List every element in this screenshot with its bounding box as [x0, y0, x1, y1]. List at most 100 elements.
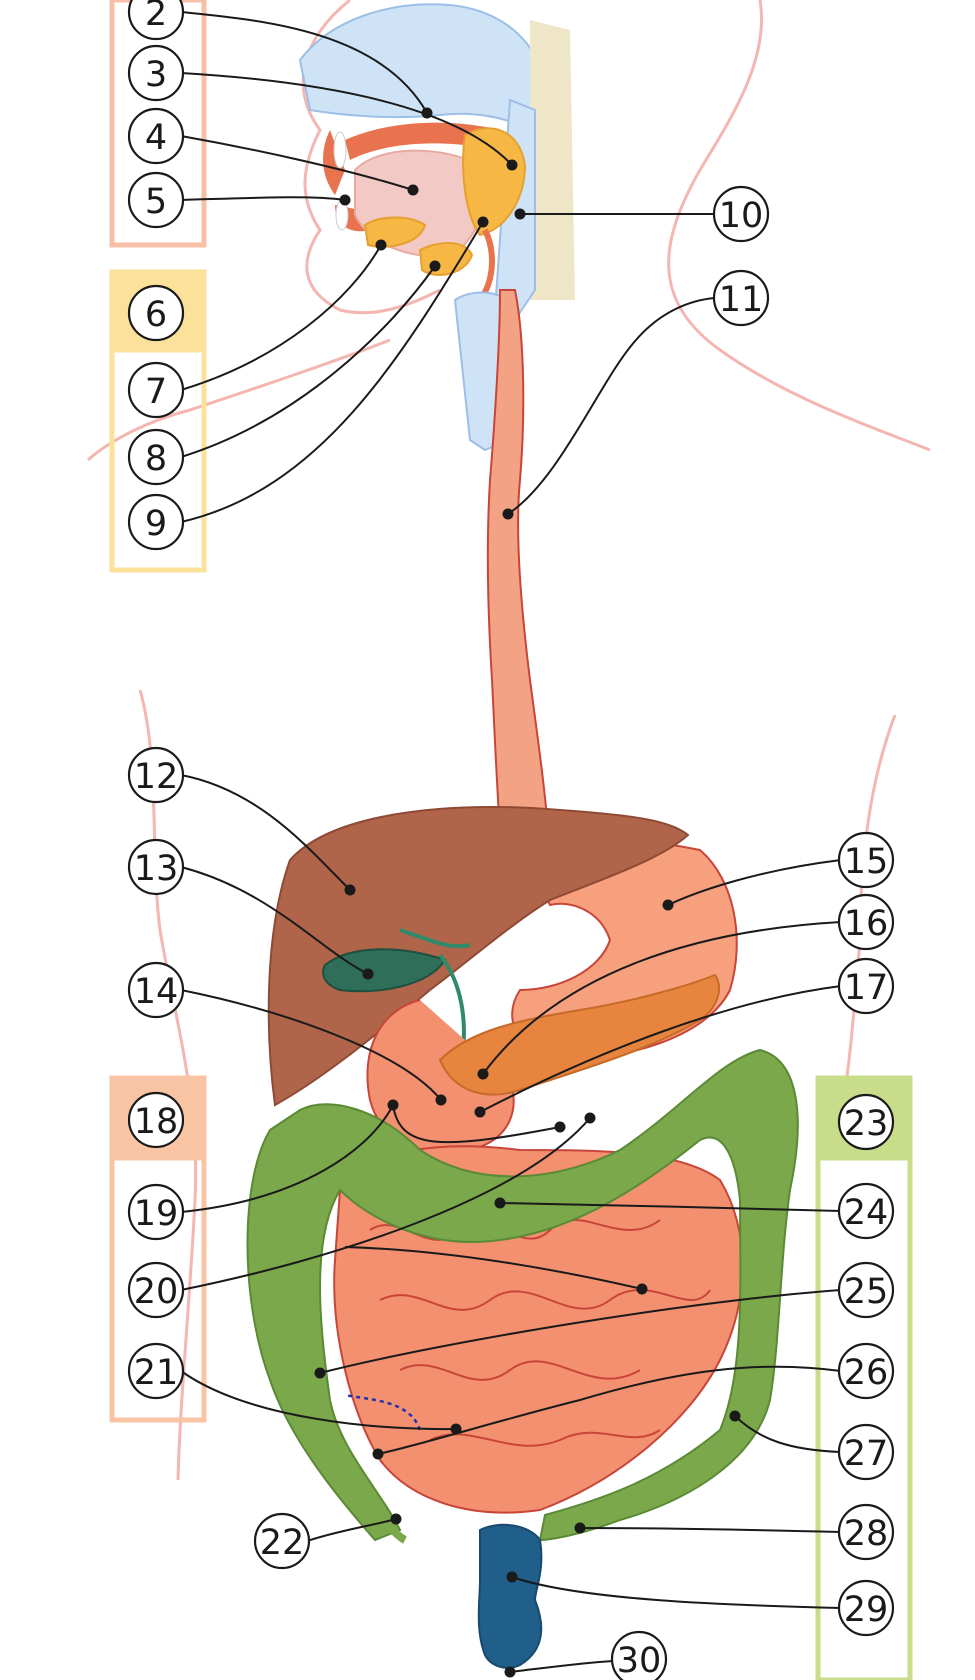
leader-19b: [392, 1104, 561, 1144]
dot-10: [514, 208, 526, 220]
dot-2: [421, 107, 433, 119]
dot-9: [477, 216, 489, 228]
label-29: 29: [837, 1579, 895, 1637]
label-16-text: 16: [844, 904, 889, 944]
label-2-text: 2: [145, 0, 167, 34]
leader-28: [579, 1527, 842, 1533]
label-18-text: 18: [134, 1102, 179, 1142]
rectum: [477, 1523, 543, 1669]
label-28: 28: [837, 1503, 895, 1561]
leader-26: [377, 1365, 842, 1455]
dot-28: [574, 1522, 586, 1534]
label-4-text: 4: [145, 118, 167, 158]
label-16: 16: [837, 893, 895, 951]
label-15-text: 15: [844, 842, 889, 882]
leader-lines: [180, 11, 842, 1673]
dot-29: [506, 1571, 518, 1583]
label-6: 6: [127, 284, 185, 342]
label-2: 2: [127, 0, 185, 41]
label-10-text: 10: [719, 196, 764, 236]
label-17: 17: [837, 957, 895, 1015]
label-14-text: 14: [134, 972, 179, 1012]
shoulder-left-outline: [86, 408, 191, 462]
label-3: 3: [127, 44, 185, 102]
number-labels: 2 3 4 5 6 7 8 9 10 11 12 13 14 15 16 17 …: [127, 0, 895, 1680]
leader-15: [667, 859, 842, 906]
liver: [267, 806, 690, 1107]
leader-8: [180, 265, 436, 458]
dot-7: [375, 239, 387, 251]
label-21: 21: [127, 1342, 185, 1400]
dot-24b: [636, 1283, 648, 1295]
palate: [345, 122, 500, 160]
label-4: 4: [127, 107, 185, 165]
label-25: 25: [837, 1261, 895, 1319]
gallbladder: [322, 948, 447, 993]
box-pancreas-group: [109, 1155, 207, 1423]
dot-24: [494, 1197, 506, 1209]
dot-5: [339, 194, 351, 206]
leader-24b: [344, 1246, 643, 1290]
label-6-text: 6: [145, 295, 167, 335]
label-22-text: 22: [260, 1523, 305, 1563]
label-12-text: 12: [134, 757, 179, 797]
appendix: [372, 1507, 408, 1544]
leader-13: [180, 866, 369, 975]
leader-16: [482, 921, 842, 1075]
leader-11: [507, 297, 716, 515]
label-21-text: 21: [134, 1353, 179, 1393]
dot-8: [429, 260, 441, 272]
label-7-text: 7: [145, 372, 167, 412]
dot-27: [729, 1410, 741, 1422]
neck-right-outline: [667, 0, 931, 452]
dot-22: [390, 1513, 402, 1525]
label-29-text: 29: [844, 1590, 889, 1630]
leader-3: [180, 72, 513, 166]
label-19: 19: [127, 1183, 185, 1241]
dot-25: [314, 1367, 326, 1379]
dot-19: [387, 1099, 399, 1111]
label-8-text: 8: [145, 439, 167, 479]
label-26-text: 26: [844, 1353, 889, 1393]
label-18: 18: [127, 1091, 185, 1149]
label-27: 27: [837, 1423, 895, 1481]
label-23-text: 23: [844, 1104, 889, 1144]
leader-19: [180, 1104, 394, 1213]
label-13: 13: [127, 838, 185, 896]
label-14: 14: [127, 961, 185, 1019]
dot-16: [477, 1068, 489, 1080]
dot-21: [450, 1423, 462, 1435]
label-30-text: 30: [617, 1641, 662, 1680]
label-5-text: 5: [145, 182, 167, 222]
label-25-text: 25: [844, 1272, 889, 1312]
dot-20: [584, 1112, 596, 1124]
leader-17: [479, 985, 842, 1113]
pharynx: [493, 98, 536, 322]
leader-2: [180, 11, 428, 114]
label-3-text: 3: [145, 55, 167, 95]
label-24: 24: [837, 1182, 895, 1240]
label-24-text: 24: [844, 1193, 889, 1233]
leader-14: [180, 989, 442, 1101]
box-salivary-group: [109, 347, 207, 573]
abdominal-organs: [246, 806, 799, 1669]
dot-12: [344, 884, 356, 896]
dot-19b: [554, 1121, 566, 1133]
label-30: 30: [610, 1630, 668, 1680]
leader-dots: [314, 107, 741, 1678]
dot-11: [502, 508, 514, 520]
label-20: 20: [127, 1261, 185, 1319]
dot-30: [504, 1666, 516, 1678]
leader-27: [734, 1415, 842, 1453]
leader-12: [180, 774, 351, 891]
label-10: 10: [712, 185, 770, 243]
submandibular-gland: [418, 242, 474, 276]
lip-upper: [323, 130, 345, 195]
dot-14: [435, 1094, 447, 1106]
leader-22: [306, 1518, 397, 1542]
leader-20: [180, 1117, 591, 1291]
label-11: 11: [712, 269, 770, 327]
leader-5: [180, 196, 346, 201]
leader-24: [499, 1202, 842, 1212]
label-27-text: 27: [844, 1434, 889, 1474]
